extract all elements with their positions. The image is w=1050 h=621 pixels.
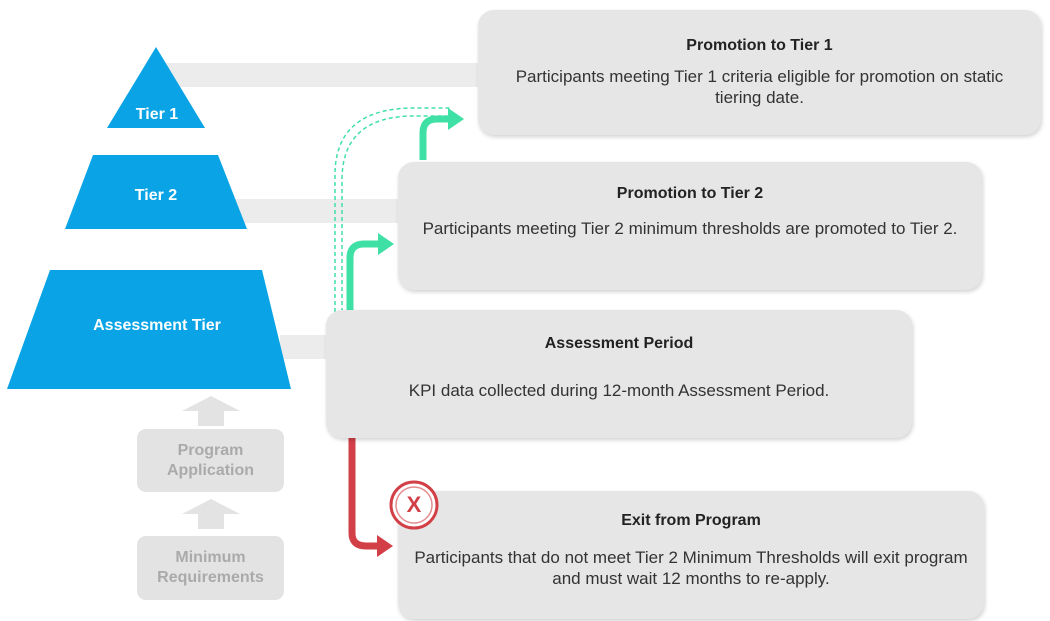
assessment-tier-label: Assessment Tier bbox=[93, 317, 221, 334]
up-arrow-icon bbox=[182, 396, 240, 426]
promotion-tier1-title: Promotion to Tier 1 bbox=[686, 37, 833, 54]
connector-band-tier1 bbox=[160, 63, 490, 87]
program-application-label: Program Application bbox=[166, 441, 255, 479]
promotion-tier2-description: Participants meeting Tier 2 minimum thre… bbox=[422, 219, 958, 238]
assessment-period-title: Assessment Period bbox=[544, 335, 694, 352]
assessment-period-box: Assessment Period KPI data collected dur… bbox=[326, 310, 912, 438]
exit-x-mark: X bbox=[406, 492, 422, 517]
x-circle-icon bbox=[389, 480, 439, 530]
tier1-triangle bbox=[107, 47, 205, 128]
promotion-tier1-box: Promotion to Tier 1 Participants meeting… bbox=[478, 10, 1041, 135]
exit-arrow bbox=[348, 438, 393, 557]
exit-program-description: Participants that do not meet Tier 2 Min… bbox=[414, 548, 968, 588]
exit-program-title: Exit from Program bbox=[621, 512, 761, 529]
exit-program-box: Exit from Program Participants that do n… bbox=[398, 491, 984, 619]
program-application-step: Program Application bbox=[137, 429, 284, 492]
promotion-arrow-tier1 bbox=[419, 108, 464, 160]
connector-band-tier2 bbox=[215, 199, 410, 223]
tier1-label: Tier 1 bbox=[135, 106, 179, 123]
promotion-arrow-tier2 bbox=[346, 233, 394, 312]
tier2-trapezoid bbox=[65, 155, 247, 229]
assessment-period-description: KPI data collected during 12-month Asses… bbox=[408, 381, 830, 400]
minimum-requirements-step: Minimum Requirements bbox=[137, 536, 284, 600]
tier2-label: Tier 2 bbox=[134, 187, 178, 204]
dashed-promotion-path-outer bbox=[334, 107, 450, 312]
assessment-tier-trapezoid bbox=[7, 270, 291, 389]
up-arrow-icon bbox=[182, 499, 240, 529]
dashed-promotion-path-inner bbox=[341, 115, 450, 312]
promotion-tier1-description: Participants meeting Tier 1 criteria eli… bbox=[515, 67, 1004, 107]
promotion-tier2-box: Promotion to Tier 2 Participants meeting… bbox=[398, 162, 982, 290]
minimum-requirements-label: Minimum Requirements bbox=[157, 549, 264, 586]
promotion-tier2-title: Promotion to Tier 2 bbox=[616, 185, 764, 202]
